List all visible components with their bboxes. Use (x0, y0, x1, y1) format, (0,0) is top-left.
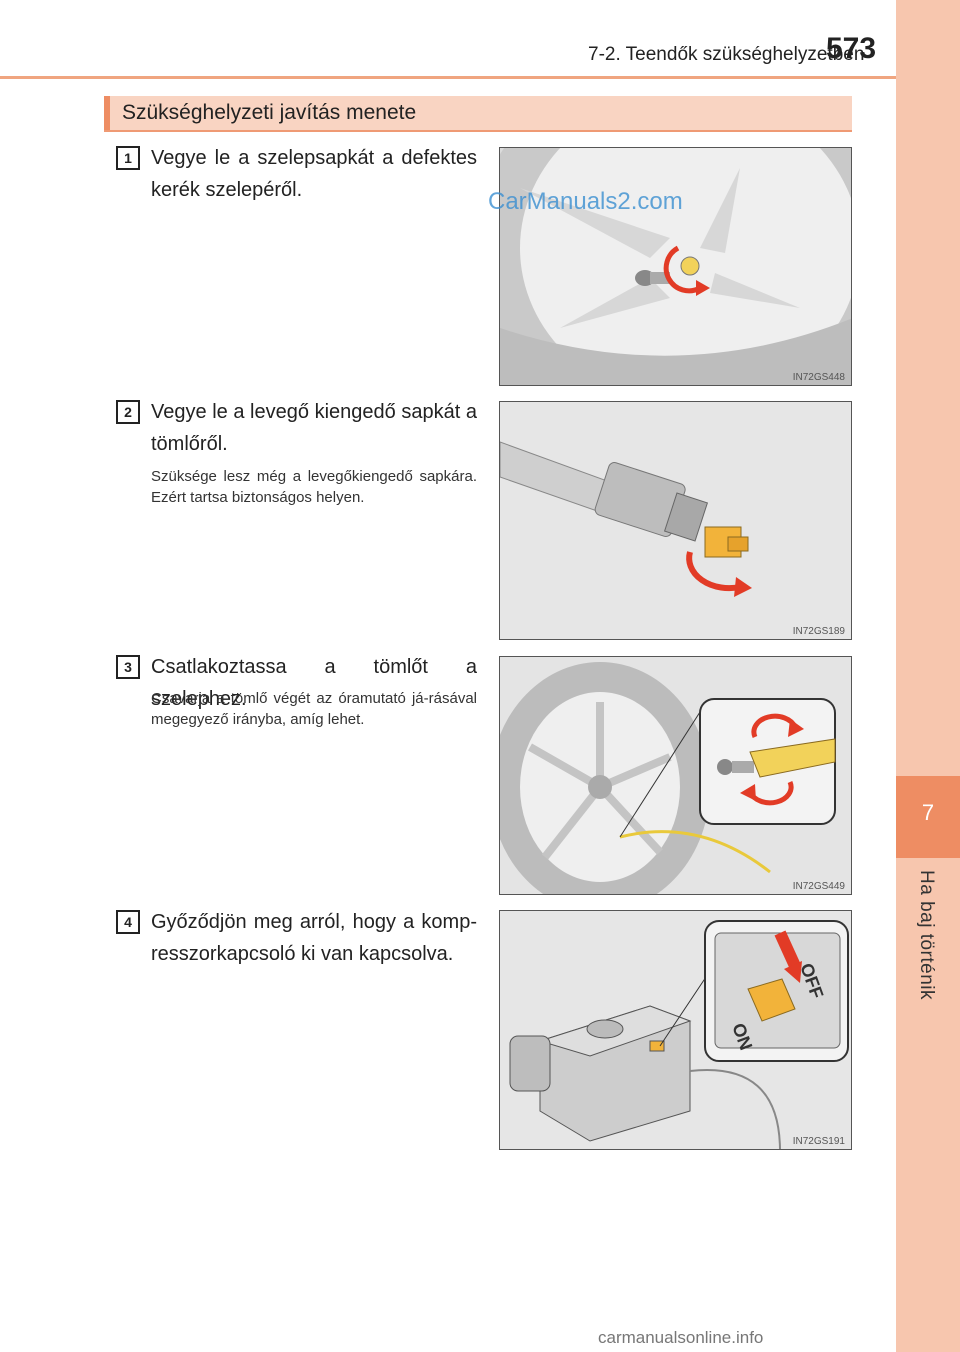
page-number: 573 (826, 32, 877, 65)
step-4-number: 4 (116, 910, 140, 934)
section-heading: Szükséghelyzeti javítás menete (104, 96, 852, 132)
chapter-title: 7-2. Teendők szükséghelyzetben (588, 44, 865, 65)
figure-code: IN72GS449 (792, 881, 845, 892)
figure-compressor-switch: OFF ON IN72GS191 (499, 910, 852, 1150)
section-heading-accent (104, 96, 110, 130)
step-1-number: 1 (116, 146, 140, 170)
figure-hose-cap-removal: IN72GS189 (499, 401, 852, 640)
step-3-note: Csavarja a tömlő végét az óramutató já-r… (151, 690, 477, 728)
chapter-number: 7 (921, 800, 935, 825)
figure-code: IN72GS191 (792, 1136, 845, 1147)
step-1-text: Vegye le a szelepsapkát a defektes kerék… (151, 147, 477, 201)
step-3-number: 3 (116, 655, 140, 679)
section-heading-text: Szükséghelyzeti javítás menete (122, 101, 417, 124)
step-3-text: Csatlakoztassa a tömlőt a szelephez. (151, 656, 477, 710)
figure-code: IN72GS448 (792, 372, 845, 383)
chapter-side-tab (896, 0, 960, 1352)
chapter-number-tab: 7 (896, 776, 960, 858)
watermark-bottom: carmanualsonline.info (598, 1328, 764, 1347)
step-2-text: Vegye le a levegő kiengedő sapkát a töml… (151, 401, 477, 455)
step-4-text: Győződjön meg arról, hogy a komp-resszor… (151, 911, 477, 965)
watermark-top: CarManuals2.com (488, 188, 683, 215)
figure-hose-connection: IN72GS449 (499, 656, 852, 895)
figure-code: IN72GS189 (792, 626, 845, 637)
header-divider (0, 76, 896, 79)
figure-valve-cap-removal: IN72GS448 (499, 147, 852, 386)
step-2-note: Szüksége lesz még a levegőkiengedő sapká… (151, 468, 477, 506)
step-2-number: 2 (116, 400, 140, 424)
chapter-label: Ha baj történik (916, 870, 937, 1001)
